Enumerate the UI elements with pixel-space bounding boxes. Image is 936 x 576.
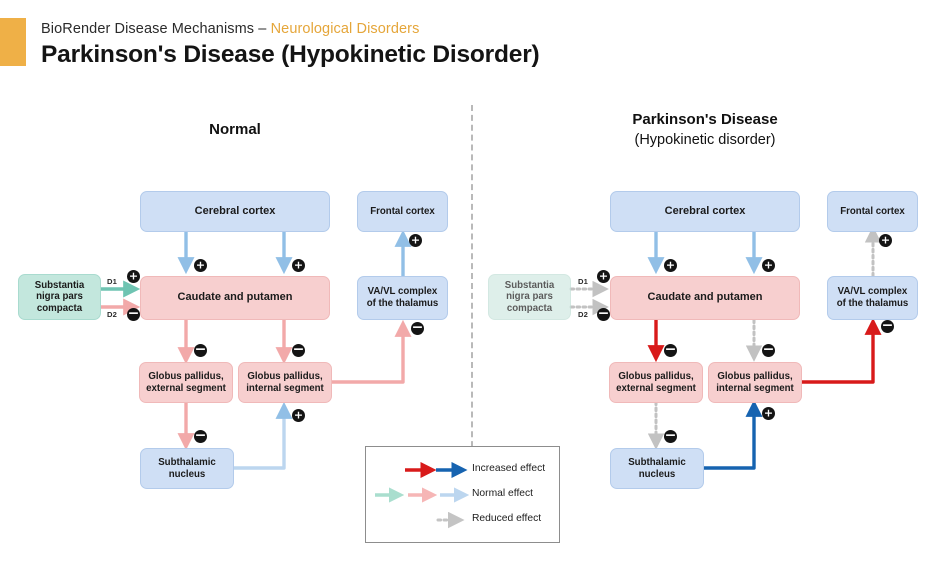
- snc-right-line3: compacta: [506, 302, 553, 314]
- label-d1-left: D1: [107, 277, 118, 286]
- arrow-stn-to-gpi-right-increased: [703, 399, 763, 470]
- sign-minus-gpi-thalamus-right: −: [881, 317, 894, 333]
- gpe-right-line2: external segment: [616, 382, 696, 394]
- node-thalamus-right-line1: VA/VL complex: [837, 286, 908, 298]
- node-thalamus-left-line2: of the thalamus: [366, 298, 439, 309]
- arrow-stn-to-gpi-left: [233, 401, 293, 470]
- node-cerebral-cortex-right[interactable]: Cerebral cortex: [610, 191, 800, 232]
- node-caudate-putamen-right[interactable]: Caudate and putamen: [610, 276, 800, 320]
- gpi-left-text: Globus pallidus, internal segment: [246, 371, 324, 394]
- stn-right-line1: Subthalamic: [628, 456, 686, 468]
- sign-plus-cortex-caudate-left-1: +: [194, 258, 207, 272]
- kicker-highlight: Neurological Disorders: [270, 21, 420, 37]
- stn-left-line2: nucleus: [168, 468, 206, 480]
- kicker-prefix: BioRender Disease Mechanisms –: [41, 21, 271, 37]
- node-frontal-cortex-left[interactable]: Frontal cortex: [357, 191, 448, 232]
- stn-right-text: Subthalamic nucleus: [628, 457, 686, 480]
- node-globus-pallidus-external-left[interactable]: Globus pallidus, external segment: [139, 362, 233, 403]
- legend-item-increased: Increased effect: [472, 463, 545, 474]
- legend-item-reduced: Reduced effect: [472, 513, 541, 524]
- sign-plus-d1-right: +: [597, 269, 610, 283]
- node-cerebral-cortex-left[interactable]: Cerebral cortex: [140, 191, 330, 232]
- node-subthalamic-nucleus-right[interactable]: Subthalamic nucleus: [610, 448, 704, 489]
- sign-minus-caudate-gpi-left: −: [292, 341, 305, 357]
- page-title: Parkinson's Disease (Hypokinetic Disorde…: [41, 41, 540, 68]
- label-d2-left: D2: [107, 310, 118, 319]
- gpe-right-line1: Globus pallidus,: [618, 370, 694, 382]
- node-thalamus-right[interactable]: VA/VL complex of the thalamus: [827, 276, 918, 320]
- stn-left-text: Subthalamic nucleus: [158, 457, 216, 480]
- sign-minus-gpe-stn-right: −: [664, 427, 677, 443]
- snc-left-line1: Substantia: [34, 279, 85, 291]
- node-globus-pallidus-internal-left[interactable]: Globus pallidus, internal segment: [238, 362, 332, 403]
- node-thalamus-left-line1: VA/VL complex: [367, 286, 438, 298]
- label-d1-right: D1: [578, 277, 589, 286]
- legend-item-normal: Normal effect: [472, 488, 533, 499]
- gpi-left-line2: internal segment: [246, 382, 324, 394]
- legend-label-increased: Increased effect: [472, 463, 546, 474]
- sign-plus-cortex-caudate-right-2: +: [762, 258, 775, 272]
- snc-left-line2: nigra pars: [36, 291, 83, 303]
- node-subthalamic-nucleus-left[interactable]: Subthalamic nucleus: [140, 448, 234, 489]
- sign-plus-d1-left: +: [127, 269, 140, 283]
- sign-minus-d2-right: −: [597, 305, 610, 321]
- gpi-left-line1: Globus pallidus,: [247, 370, 323, 382]
- sign-plus-thalamus-frontal-left: +: [409, 233, 422, 247]
- node-thalamus-left-text: VA/VL complex of the thalamus: [367, 286, 439, 309]
- gpi-right-line2: internal segment: [716, 382, 794, 394]
- label-d2-right: D2: [578, 310, 589, 319]
- header-kicker: BioRender Disease Mechanisms – Neurologi…: [41, 21, 419, 37]
- sign-minus-caudate-gpe-left: −: [194, 341, 207, 357]
- sign-minus-gpi-thalamus-left: −: [411, 319, 424, 335]
- gpe-right-text: Globus pallidus, external segment: [616, 371, 696, 394]
- node-thalamus-left[interactable]: VA/VL complex of the thalamus: [357, 276, 448, 320]
- node-substantia-nigra-left-text: Substantia nigra pars compacta: [35, 280, 85, 315]
- gpe-left-line2: external segment: [146, 382, 226, 394]
- stn-right-line2: nucleus: [638, 468, 676, 480]
- node-globus-pallidus-external-right[interactable]: Globus pallidus, external segment: [609, 362, 703, 403]
- stn-left-line1: Subthalamic: [158, 456, 216, 468]
- node-frontal-cortex-right[interactable]: Frontal cortex: [827, 191, 918, 232]
- gpe-left-text: Globus pallidus, external segment: [146, 371, 226, 394]
- sign-minus-d2-left: −: [127, 305, 140, 321]
- sign-plus-stn-gpi-left: +: [292, 408, 305, 422]
- sign-plus-thalamus-frontal-right: +: [879, 233, 892, 247]
- legend-arrow-layer: [375, 461, 470, 529]
- arrow-gpi-to-thalamus-right-increased: [801, 317, 882, 384]
- panel-title-parkinsons: Parkinson's Disease (Hypokinetic disorde…: [610, 110, 800, 150]
- node-caudate-putamen-left[interactable]: Caudate and putamen: [140, 276, 330, 320]
- snc-right-line2: nigra pars: [506, 291, 553, 303]
- legend-box: Increased effect Normal effect Reduced e…: [365, 446, 560, 543]
- gpi-right-text: Globus pallidus, internal segment: [716, 371, 794, 394]
- node-thalamus-right-text: VA/VL complex of the thalamus: [837, 286, 909, 309]
- sign-plus-stn-gpi-right: +: [762, 406, 775, 420]
- legend-label-reduced: Reduced effect: [472, 513, 542, 524]
- node-thalamus-right-line2: of the thalamus: [836, 298, 909, 309]
- sign-plus-cortex-caudate-left-2: +: [292, 258, 305, 272]
- sign-minus-caudate-gpi-right: −: [762, 341, 775, 357]
- node-globus-pallidus-internal-right[interactable]: Globus pallidus, internal segment: [708, 362, 802, 403]
- panel-title-parkinsons-main: Parkinson's Disease: [632, 111, 778, 128]
- panel-title-parkinsons-sub: (Hypokinetic disorder): [634, 132, 776, 148]
- panel-divider: [471, 105, 473, 457]
- gpe-left-line1: Globus pallidus,: [148, 370, 224, 382]
- node-substantia-nigra-right[interactable]: Substantia nigra pars compacta: [488, 274, 571, 320]
- sign-minus-caudate-gpe-right: −: [664, 341, 677, 357]
- snc-right-line1: Substantia: [504, 279, 555, 291]
- gpi-right-line1: Globus pallidus,: [717, 370, 793, 382]
- panel-title-normal: Normal: [209, 121, 261, 138]
- snc-left-line3: compacta: [36, 302, 83, 314]
- node-substantia-nigra-right-text: Substantia nigra pars compacta: [505, 280, 555, 315]
- sign-minus-gpe-stn-left: −: [194, 427, 207, 443]
- arrow-gpi-to-thalamus-left: [331, 319, 412, 384]
- accent-bar: [0, 18, 26, 66]
- legend-label-normal: Normal effect: [472, 488, 534, 499]
- node-substantia-nigra-left[interactable]: Substantia nigra pars compacta: [18, 274, 101, 320]
- sign-plus-cortex-caudate-right-1: +: [664, 258, 677, 272]
